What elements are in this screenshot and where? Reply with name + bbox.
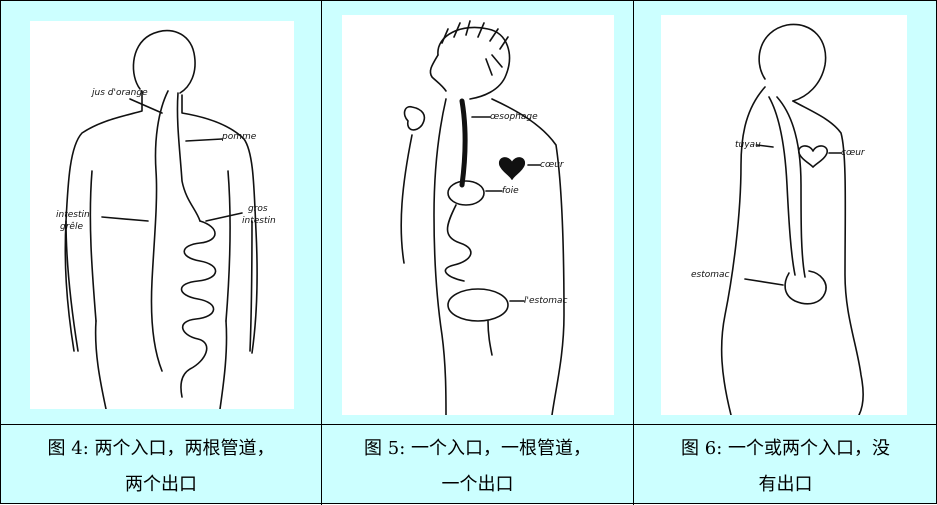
row-divider: [634, 424, 937, 425]
tube-2: [176, 92, 201, 222]
arm-left: [65, 170, 97, 352]
label-small-intestine-1: intestin: [56, 210, 90, 220]
figure-4-cell: jus d'orange pomme intestin grêle gros i…: [1, 1, 322, 505]
caption-line-2: 一个出口: [441, 474, 514, 495]
caption-line-2: 两个出口: [125, 474, 197, 495]
pointer-stomach: [744, 278, 784, 286]
stomach: [447, 288, 509, 322]
tube-outer: [768, 96, 796, 276]
hips: [94, 320, 228, 409]
label-esophagus: œsophage: [490, 112, 538, 122]
label-liver: foie: [502, 186, 519, 196]
figure-4-drawing: jus d'orange pomme intestin grêle gros i…: [30, 21, 294, 409]
caption-line-1: 图 5: 一个入口，一根管道，: [364, 438, 591, 459]
figure-6-caption: 图 6: 一个或两个入口，没 有出口: [634, 425, 937, 505]
figure-6-drawing: tuyau cœur estomac: [661, 15, 907, 415]
figure-4-caption: 图 4: 两个入口，两根管道， 两个出口: [1, 425, 321, 505]
label-stomach: estomac: [691, 270, 730, 280]
body-outline-left: [64, 90, 143, 352]
face: [429, 54, 447, 92]
arm-right: [225, 170, 253, 352]
caption-line-1: 图 4: 两个入口，两根管道，: [47, 438, 275, 459]
pointer-large: [205, 212, 243, 222]
label-large-intestine-2: intestin: [242, 216, 276, 226]
figure-5-caption: 图 5: 一个入口，一根管道， 一个出口: [322, 425, 633, 505]
label-heart: cœur: [841, 148, 866, 158]
tube: [444, 204, 472, 282]
figure-5-svg: œsophage cœur foie l'estomac: [400, 20, 568, 415]
label-apple: pomme: [221, 132, 257, 142]
intestine: [180, 220, 217, 398]
esophagus: [459, 98, 468, 188]
label-juice: jus d'orange: [90, 88, 148, 98]
arm-left: [400, 134, 413, 264]
pointer-apple: [185, 138, 223, 142]
body-outline-right: [181, 94, 258, 354]
stomach-sack: [784, 270, 827, 305]
head-outline: [132, 29, 196, 94]
label-large-intestine-1: gros: [248, 204, 268, 214]
label-tube: tuyau: [735, 140, 761, 150]
torso-left: [720, 86, 766, 415]
hair: [441, 20, 509, 76]
figure-6-cell: tuyau cœur estomac 图 6: 一个或两个入口，没 有出口: [634, 1, 937, 505]
label-small-intestine-2: grêle: [60, 221, 83, 232]
torso-right: [491, 98, 565, 415]
tube-inner: [776, 96, 806, 278]
heart: [798, 145, 828, 168]
hand-left: [403, 105, 426, 131]
heart: [498, 157, 526, 180]
torso-left: [433, 98, 447, 415]
row-divider: [1, 424, 321, 425]
figure-4-svg: jus d'orange pomme intestin grêle gros i…: [56, 29, 276, 409]
pointer-tube: [756, 144, 774, 148]
figure-5-cell: œsophage cœur foie l'estomac 图 5: 一个入口，一…: [322, 1, 634, 505]
caption-line-1: 图 6: 一个或两个入口，没: [681, 438, 890, 459]
torso-right: [792, 100, 864, 415]
tube-1: [150, 90, 169, 372]
liver: [447, 180, 485, 206]
label-heart: cœur: [540, 160, 565, 170]
pointer-juice: [129, 98, 163, 114]
row-divider: [322, 424, 633, 425]
caption-line-2: 有出口: [758, 474, 813, 495]
head-outline: [437, 26, 511, 100]
head-outline: [758, 23, 827, 102]
pointer-small: [101, 216, 149, 222]
lower-tube: [487, 320, 493, 356]
figure-6-svg: tuyau cœur estomac: [691, 23, 866, 415]
label-stomach: l'estomac: [524, 296, 568, 306]
figure-5-drawing: œsophage cœur foie l'estomac: [342, 15, 614, 415]
